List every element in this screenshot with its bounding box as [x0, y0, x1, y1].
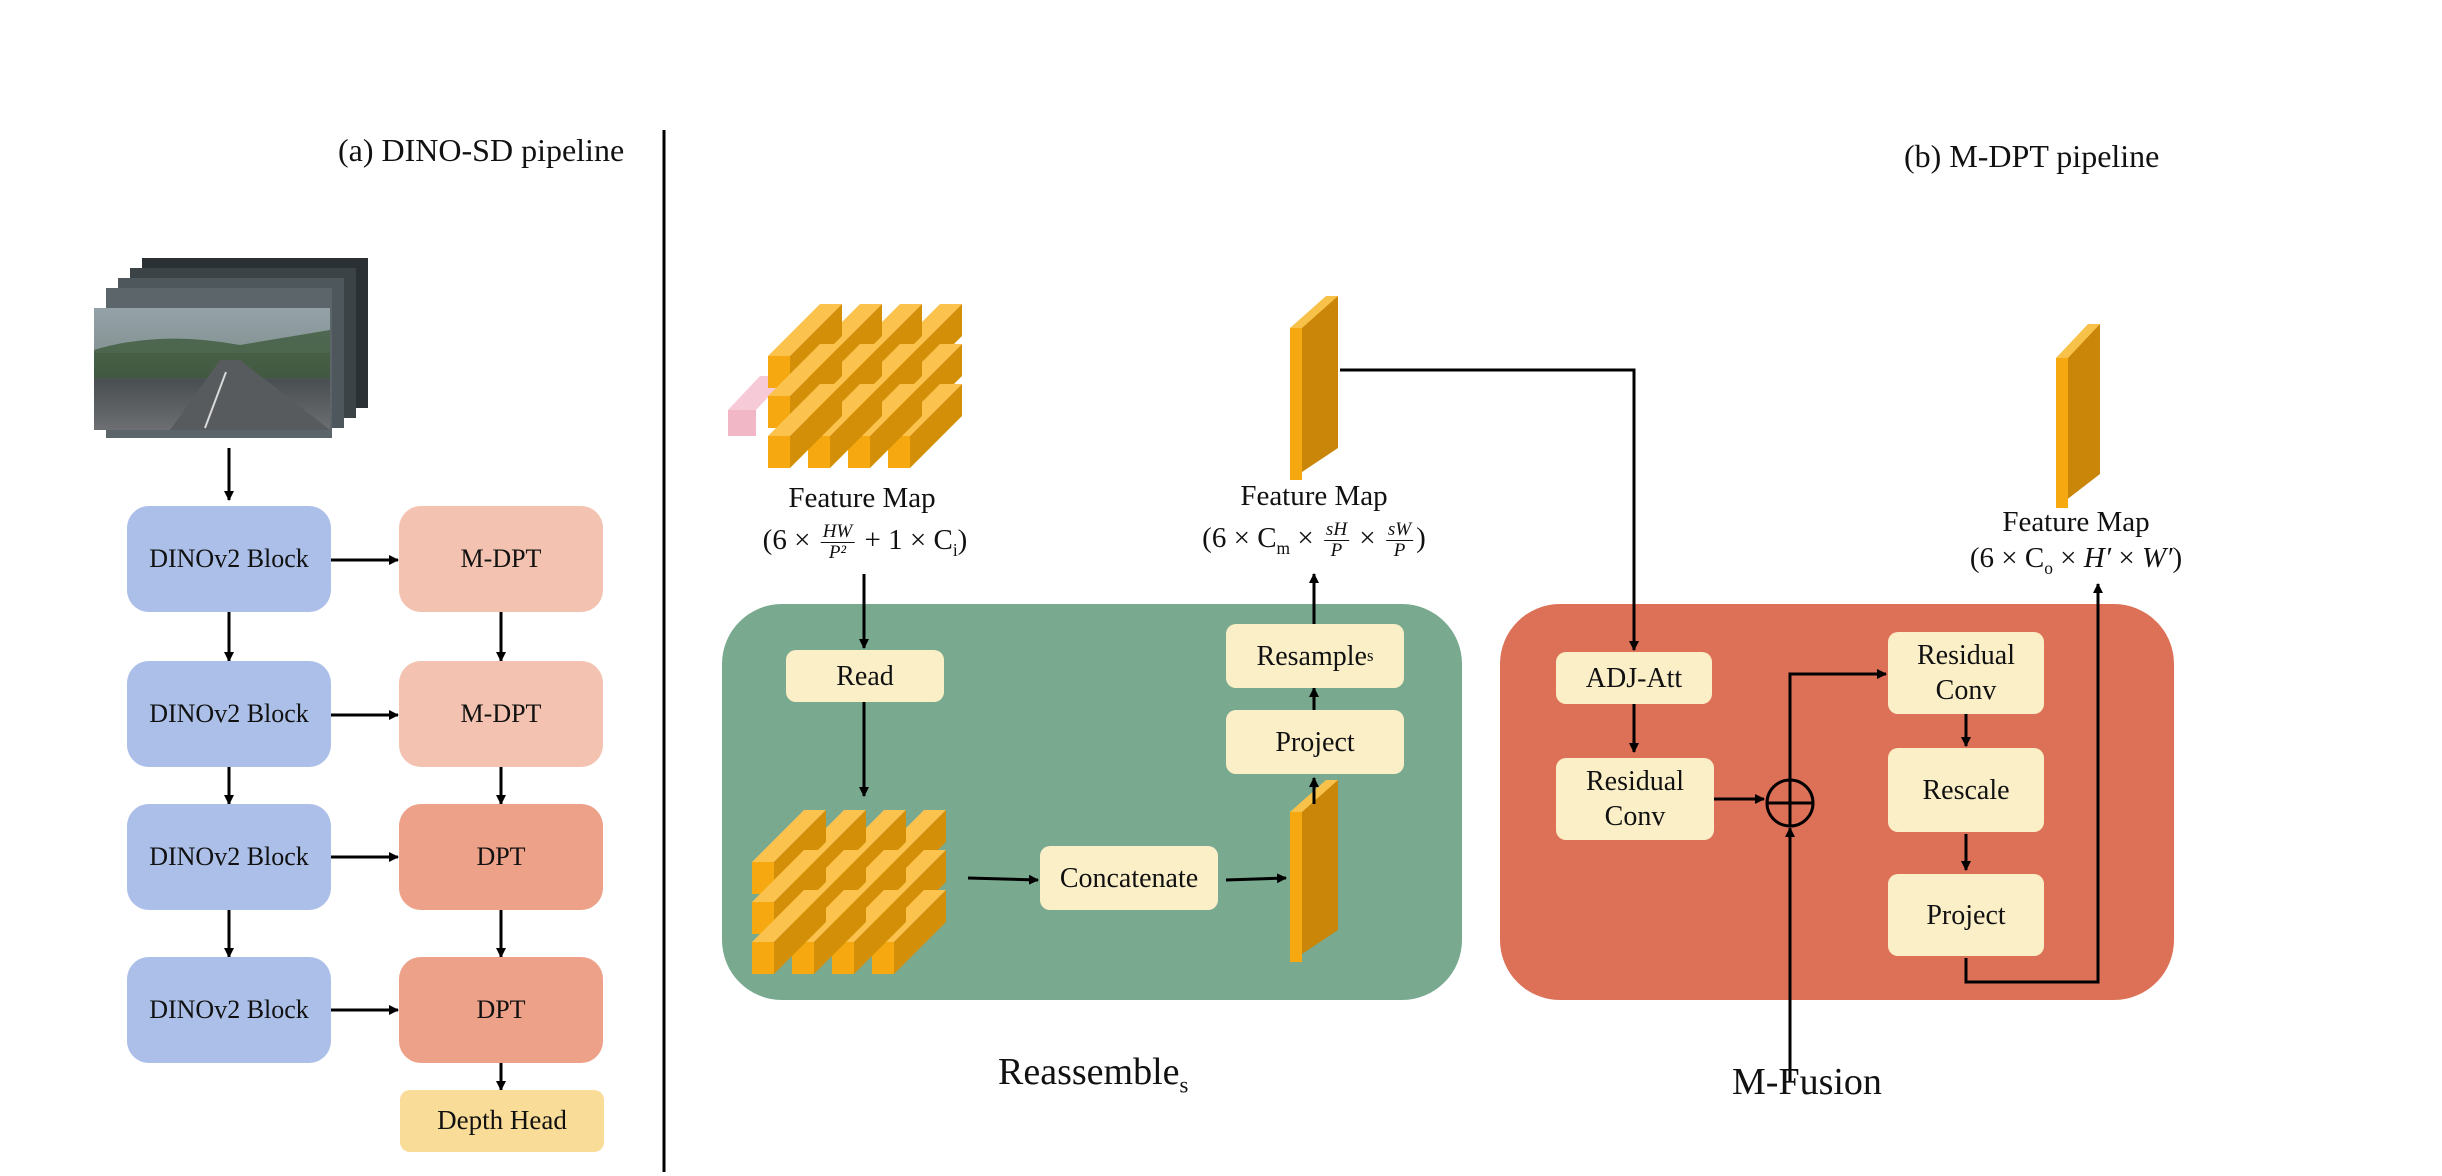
project-module: Project — [1226, 710, 1404, 774]
feature-map-3-shape: (6 × Co × H′ × W′) — [1969, 542, 2183, 578]
right-arrows — [859, 368, 2103, 1082]
read-module: Read — [786, 650, 944, 702]
head-dpt-2: DPT — [399, 957, 603, 1063]
depth-head: Depth Head — [400, 1090, 604, 1152]
token-bar — [752, 890, 826, 974]
input-images — [94, 258, 368, 438]
left-panel-title: (a) DINO-SD pipeline — [338, 132, 625, 168]
feature-map-2-label: Feature Map — [1240, 480, 1388, 512]
residual-conv-module-1: Residual Conv — [1556, 758, 1714, 840]
fusion-project-module: Project — [1888, 874, 2044, 956]
adj-att-module: ADJ-Att — [1556, 652, 1712, 704]
dino-block-1: DINOv2 Block — [127, 506, 331, 612]
concatenate-module: Concatenate — [1040, 846, 1218, 910]
token-grid-input — [728, 304, 962, 468]
feature-slab-top — [1290, 296, 1338, 480]
token-grid-read — [752, 810, 946, 974]
dino-block-2: DINOv2 Block — [127, 661, 331, 767]
add-operator-icon — [1765, 778, 1815, 828]
left-arrows — [224, 448, 506, 1091]
reassemble-label: Reassembles — [998, 1051, 1189, 1098]
rescale-module: Rescale — [1888, 748, 2044, 832]
feature-map-3-label: Feature Map — [2002, 506, 2150, 538]
head-m-dpt-1: M-DPT — [399, 506, 603, 612]
right-panel-title: (b) M-DPT pipeline — [1904, 138, 2160, 174]
token-bar — [768, 384, 842, 468]
m-fusion-label: M-Fusion — [1732, 1061, 1882, 1103]
feature-slab-output — [2056, 324, 2100, 508]
head-dpt-1: DPT — [399, 804, 603, 910]
head-m-dpt-2: M-DPT — [399, 661, 603, 767]
residual-conv-module-2: Residual Conv — [1888, 632, 2044, 714]
dino-block-3: DINOv2 Block — [127, 804, 331, 910]
feature-slab-mid — [1290, 780, 1338, 962]
dino-block-4: DINOv2 Block — [127, 957, 331, 1063]
feature-map-1-label: Feature Map — [788, 482, 936, 514]
